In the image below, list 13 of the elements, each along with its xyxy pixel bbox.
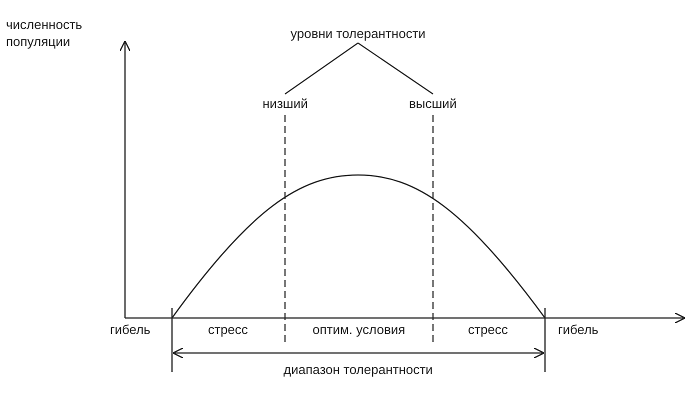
bracket-line [284, 42, 358, 94]
axis-label: гибель [110, 322, 150, 337]
level-label: высший [409, 96, 457, 111]
axis-label: гибель [558, 322, 598, 337]
bracket-line [358, 42, 434, 94]
zone-label: стресс [208, 322, 248, 337]
dashed-line [284, 115, 286, 345]
level-label: низший [262, 96, 308, 111]
level-label: уровни толерантности [290, 26, 426, 41]
zone-label: стресс [468, 322, 508, 337]
axis-title: численность популяции [6, 16, 84, 50]
dashed-line [432, 115, 434, 345]
range-label: диапазон толерантности [284, 362, 433, 377]
